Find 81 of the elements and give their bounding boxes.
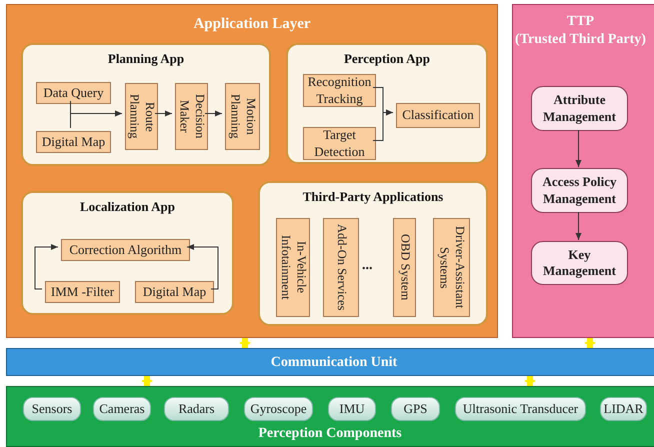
process-box [531,86,628,131]
ttp-panel [512,4,654,338]
box-label: Cameras [99,400,145,418]
arrow [186,244,218,290]
panel-title: Perception App [342,50,432,68]
process-box [45,281,120,303]
box-label: Access Policy Management [541,174,618,207]
component-chip [164,397,229,421]
process-box [276,218,310,317]
component-chip [93,397,151,421]
arrow [70,110,122,128]
box-label: GPS [404,400,428,418]
process-box [36,82,111,104]
panel-title: Communication Unit [270,354,398,372]
app-panel [21,43,271,166]
arrow [240,338,250,348]
box-label: Data Query [43,84,104,102]
panel-title: Perception Components [257,425,403,443]
process-box [433,218,470,317]
box-label: IMM -Filter [50,284,114,300]
arrow [576,130,582,168]
arrow [524,376,536,386]
process-box [531,241,628,285]
process-box [175,83,208,150]
panel-title: TTP [566,13,594,30]
process-box [36,131,111,153]
app-panel [258,181,488,326]
panel-title: Third-Party Applications [302,188,444,206]
component-chip [391,397,440,421]
box-label: Digital Map [142,284,206,300]
arrow [204,110,222,116]
component-chip [244,397,313,421]
process-box [323,218,359,317]
layer-panel [6,4,498,338]
app-panel [286,43,488,164]
box-label: Classification [402,107,474,124]
arrow [372,110,394,141]
panel-title: Localization App [79,198,176,216]
box-label: In-Vehicle Infotainment [278,234,309,302]
panel-title: Planning App [106,50,186,68]
box-label: LIDAR [604,400,644,418]
process-box [531,168,628,213]
box-label: Sensors [32,400,72,418]
box-label: Motion Planning [228,93,258,141]
components-panel [6,386,654,447]
component-chip [23,397,81,421]
box-label: Gyroscope [250,400,307,418]
process-box [135,281,214,303]
arrow [576,212,582,240]
app-panel [21,191,234,315]
component-chip [600,397,647,421]
component-chip [455,397,586,421]
panel-title: (Trusted Third Party) [515,30,646,48]
box-label: Attribute Management [542,92,617,125]
box-label: Decision Maker [176,93,208,141]
ellipsis-text: ... [362,257,372,275]
box-label: Route Planning [126,93,158,141]
process-box [303,127,376,160]
arrow [584,338,596,348]
box-label: Target Detection [313,127,366,160]
process-box [396,103,480,128]
box-label: Radars [178,400,215,418]
arrow [142,376,152,386]
box-label: OBD System [397,234,412,301]
box-label: IMU [339,400,365,418]
box-label: Key Management [542,246,617,280]
component-chip [328,397,376,421]
box-label: Recognition Tracking [306,74,372,107]
communication-bar [6,348,654,376]
arrow [34,244,58,290]
panel-title: Application Layer [192,15,312,34]
arrow [154,110,172,116]
process-box [125,83,158,150]
box-label: Digital Map [42,134,106,150]
process-box [393,218,416,317]
process-box [225,83,260,150]
box-label: Add-On Services [334,224,349,311]
box-label: Correction Algorithm [69,242,182,258]
box-label: Driver-Assistant Systems [436,225,468,311]
box-label: Ultrasonic Transducer [462,400,578,418]
process-box [61,239,190,261]
